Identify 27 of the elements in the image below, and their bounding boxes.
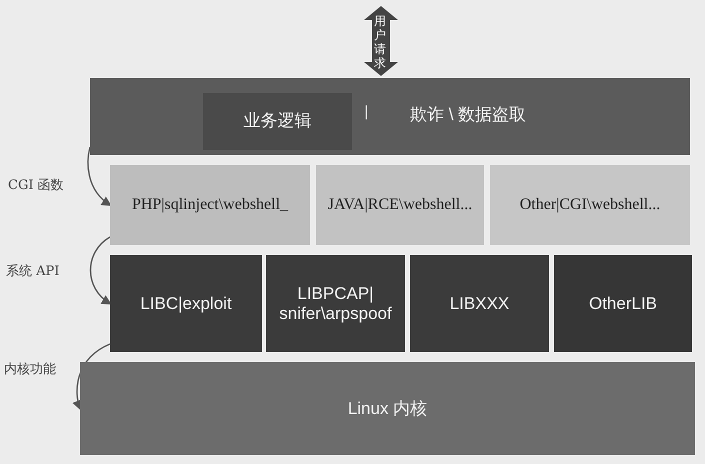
edge-label: 系统 API [6, 263, 60, 280]
library-box [554, 255, 692, 352]
kernel-band [80, 362, 695, 455]
edge-label: CGI 函数 [8, 177, 64, 194]
layer-text: 欺诈 \ 数据盗取 [410, 104, 526, 126]
edge-label: 用户请求 [374, 14, 387, 70]
layer-text: Linux 内核 [348, 398, 428, 420]
separator-text: | [364, 104, 369, 120]
layer-text: 业务逻辑 [244, 110, 312, 132]
layer-text: OtherLIB [588, 294, 658, 314]
curved-arrow [87, 146, 112, 206]
layer-text: PHP|sqlinject\webshell_ [132, 196, 288, 214]
edge-label: 内核功能 [4, 361, 56, 378]
layer-box [316, 165, 484, 245]
layer-text: LIBPCAP| snifer\arpspoof [278, 284, 393, 324]
library-box [410, 255, 549, 352]
layer-text: JAVA|RCE\webshell... [328, 196, 472, 214]
layer-text: LIBC|exploit [140, 294, 232, 314]
layer-box [490, 165, 690, 245]
layer-text: Other|CGI\webshell... [520, 196, 660, 214]
library-box [110, 255, 262, 352]
double-arrow [364, 6, 398, 76]
layer-box [110, 165, 310, 245]
library-box [266, 255, 405, 352]
layer-band [90, 78, 690, 155]
layer-text: LIBXXX [450, 294, 510, 314]
curved-arrow [90, 236, 112, 305]
